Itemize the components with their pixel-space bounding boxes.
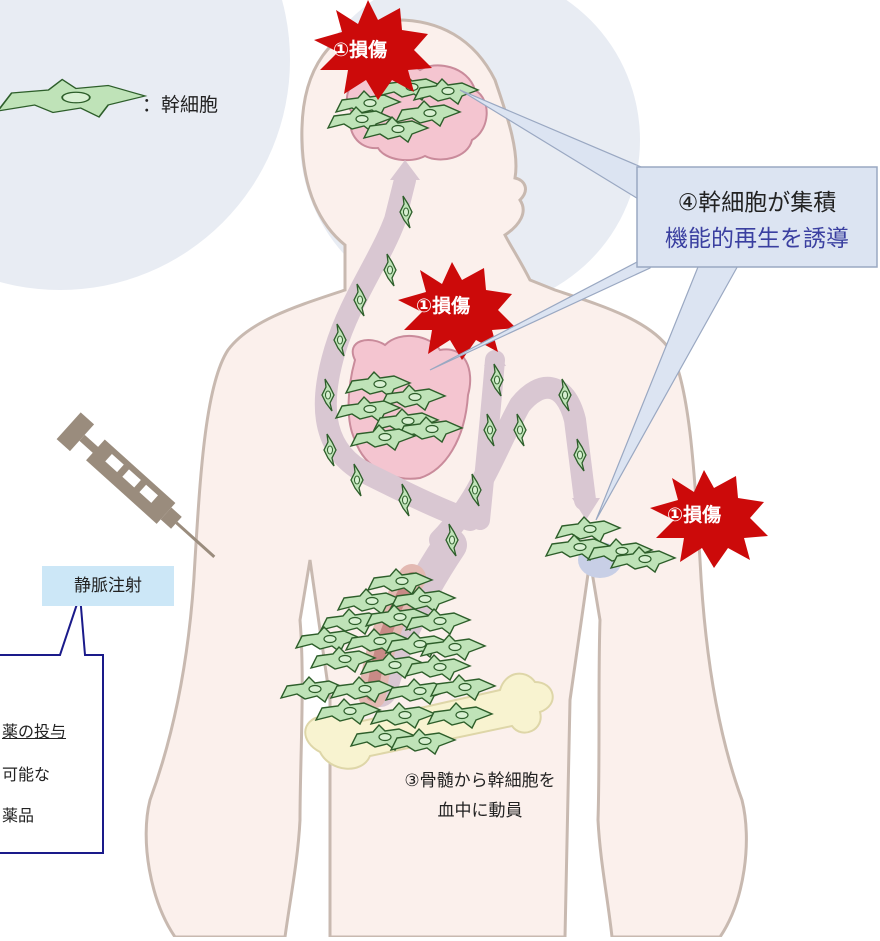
injury-label-arm: ①損傷 — [667, 500, 721, 527]
background-circle-left — [0, 0, 290, 290]
legend-label: ：幹細胞 — [142, 90, 218, 117]
callout: ④幹細胞が集積 機能的再生を誘導 — [637, 167, 877, 267]
callout-line-regeneration: 機能的再生を誘導 — [637, 219, 877, 253]
note-line-1: 薬の投与 — [2, 718, 66, 742]
injury-label-heart: ①損傷 — [416, 291, 470, 318]
callout-line-accumulate: ④幹細胞が集積 — [637, 183, 877, 217]
note-line-3: 薬品 — [2, 802, 34, 826]
bone-marrow-label-2: 血中に動員 — [355, 796, 605, 821]
note-line-2: 可能な — [2, 761, 50, 785]
bone-marrow-label-1: ③骨髄から幹細胞を — [355, 766, 605, 791]
injury-label-brain: ①損傷 — [333, 35, 387, 62]
injection-label: 静脈注射 — [42, 566, 174, 606]
